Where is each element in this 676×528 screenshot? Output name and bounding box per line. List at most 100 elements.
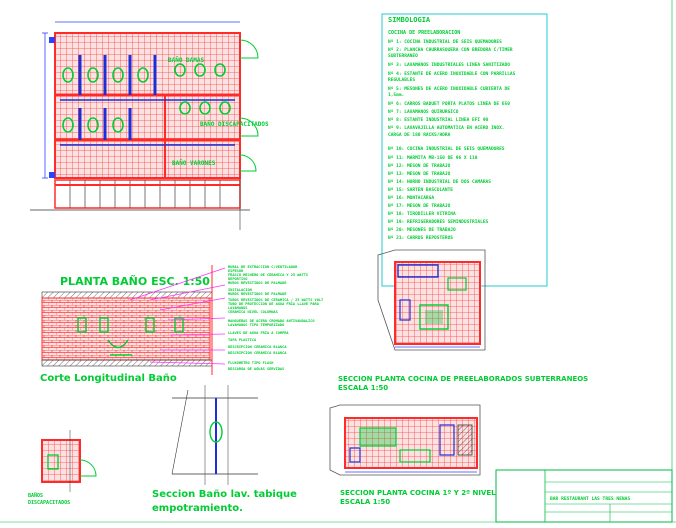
legend-items: Nº 1: COCINA INDUSTRIAL DE SEIS QUEMADOR…: [388, 39, 516, 138]
underground-kitchen-plan: SECCION PLANTA COCINA DE PREELABORADOS S…: [338, 249, 588, 392]
stair-core: [457, 424, 473, 456]
callout-text: LAVAMANOS: [228, 306, 247, 310]
stall-dividers: [78, 55, 157, 140]
oven: [349, 447, 361, 463]
disabled-bath-floor: [41, 439, 81, 483]
disabled-toilet: [47, 454, 59, 470]
legend-item: CARGA DE 180 RACKS/HORA: [388, 132, 451, 138]
label-banos: BAÑOS: [28, 492, 43, 499]
column-marker: [49, 37, 55, 43]
legend-item: Nº 7: LAVAMANOS QUIRURGICO: [388, 109, 459, 115]
callout-text: DESCRIPCION CERAMICA BLANCA: [228, 351, 287, 355]
callout-text: ESPESOR: [228, 269, 244, 273]
site-outline: [377, 249, 486, 351]
section-fixtures: [77, 317, 184, 356]
kitchen-levels-plan: SECCION PLANTA COCINA 1º Y 2º NIVEL ESCA…: [329, 404, 496, 506]
leader-lines: [129, 267, 226, 365]
callout-text: DESCARGA DE AGUAS SERVIDAS: [228, 367, 284, 371]
column-marker: [49, 172, 55, 178]
legend-item: Nº 16: MONTACARGA: [388, 195, 434, 201]
legend-item: Nº 10: COCINA INDUSTRIAL DE SEIS QUEMADO…: [388, 146, 505, 152]
title-seccion-sub-2: ESCALA 1:50: [338, 384, 388, 392]
sink: [447, 277, 467, 291]
callout-text: MURAL DE EXTRACCION C/VENTILADOR: [228, 265, 298, 269]
title-seccion-sub-1: SECCION PLANTA COCINA DE PREELABORADOS S…: [338, 375, 588, 383]
diagonal-guide: [171, 389, 189, 475]
washbasin-section: Seccion Baño lav. tabique empotramiento.: [152, 385, 297, 514]
legend-item: Nº 13: MESON DE TRABAJO: [388, 171, 451, 177]
legend-item: Nº 2: PLANCHA CHURRASQUERA CON BREDORA C…: [388, 47, 513, 53]
prep-table: [399, 449, 431, 463]
plumbing-lines: [60, 99, 235, 146]
legend-item: REGULABLES: [388, 77, 415, 83]
legend-item: Nº 21: CARROS REPOSTEROS: [388, 235, 453, 241]
dimension-lines: [42, 21, 240, 179]
work-table: [419, 304, 449, 330]
longitudinal-section: MURAL DE EXTRACCION C/VENTILADOR ESPESOR…: [40, 265, 323, 384]
work-table-top: [425, 310, 443, 324]
legend-item: Nº 6: CARROS BADUET PORTA PLATOS LINEA D…: [388, 101, 510, 107]
legend-item: Nº 3: LAVAMANOS INDUSTRIALES LINEA SANIT…: [388, 62, 510, 68]
callout-text: FLUXOMETRO TIPO FLASH: [228, 361, 273, 365]
callout-text: MANGUERAS DE ACERO CROMADO ANTIVANDALICO: [228, 319, 315, 323]
legend-item: Nº 9: LAVAVAJILLA AUTOMATICA EN ACERO IN…: [388, 125, 505, 131]
legend-item: 1,5mm.: [388, 92, 404, 98]
callout-text: LLAVES DE AGUA FRIA A COMPRA: [228, 331, 289, 335]
callout-text: TAPA PLASTICA: [228, 338, 257, 342]
legend-item: Nº 8: ESTANTE INDUSTRIAL LINEA EFI 90: [388, 117, 489, 123]
legend-heading: SIMBOLOGIA: [388, 16, 431, 24]
label-discapacitados: DISCAPACITADOS: [28, 500, 70, 506]
callout-text: CERAMICA NIVEL COLUMNAS: [228, 310, 278, 314]
stairs: [30, 178, 250, 230]
refrigerator: [439, 424, 455, 456]
door-swing: [79, 459, 97, 477]
project-name: BAR RESTAURANT LAS TRES NENAS: [550, 496, 630, 502]
callout-text: TUBOS REVESTIDOS DE CERAMICA / 25 WATTS …: [228, 298, 323, 302]
legend-item: Nº 12: MESON DE TRABAJO: [388, 163, 451, 169]
callout-text: DEPORTIVO: [228, 277, 247, 281]
title-planta-bano: PLANTA BAÑO ESC. 1:50: [60, 275, 210, 288]
legend-item: Nº 19: REFRIGERADORES SEMINDUSTRIALES: [388, 219, 489, 225]
tiled-wall: [41, 297, 211, 361]
callout-text: TUBO DE PROTECCION DE AGUA FRIA LLAVE PA…: [228, 302, 320, 306]
counter: [397, 264, 439, 278]
title-block-frame: [495, 469, 673, 523]
callout-text: INSTALACION: [228, 288, 252, 292]
title-seccion-lav-1: Seccion Baño lav. tabique: [152, 489, 297, 500]
toilet-fixtures: [62, 63, 231, 133]
label-bano-varones: BAÑO VARONES: [172, 160, 216, 167]
legend-panel: SIMBOLOGIA COCINA DE PREELABORACION Nº 1…: [381, 13, 548, 287]
disabled-bathroom-plan: BAÑOS DISCAPACITADOS: [28, 430, 97, 506]
label-bano-damas: BAÑO DAMAS: [168, 57, 205, 64]
door-swings: [239, 39, 259, 172]
legend-item: Nº 15: SARTEN BASCULANTE: [388, 187, 453, 193]
legend-item: SUBTERRANEO: [388, 53, 418, 59]
plan-floor: [54, 32, 241, 179]
kitchen-floor: [344, 417, 478, 469]
legend-item: Nº 14: HORNO INDUSTRIAL DE DOS CAMARAS: [388, 179, 491, 185]
site-outline: [329, 404, 481, 476]
central-counter: [359, 427, 397, 447]
title-block: BAR RESTAURANT LAS TRES NENAS: [495, 469, 673, 523]
title-seccion-niv-2: ESCALA 1:50: [340, 498, 390, 506]
title-seccion-lav-2: empotramiento.: [152, 503, 243, 514]
legend-item: Nº 11: MARMITA MB-150 DE 96 X 110: [388, 155, 478, 161]
legend-item: Nº 5: MESONES DE ACERO INOXIDABLE CUBIER…: [388, 86, 510, 92]
legend-items-second: Nº 10: COCINA INDUSTRIAL DE SEIS QUEMADO…: [388, 146, 505, 241]
callout-text: MUROS REVESTIDOS DE PALMADE: [228, 281, 286, 285]
legend-item: Nº 18: TIRODILLER VITRINA: [388, 211, 456, 217]
bathroom-floor-plan: BAÑO DAMAS BAÑO DISCAPACITADOS BAÑO VARO…: [30, 21, 269, 230]
callout-text: FRASCO MECHERO DE CERAMICA Y 25 WATTS: [228, 273, 308, 277]
callout-text: LAVAMANOS TIPO TEMPORIZADO: [228, 323, 284, 327]
callout-text: MUROS REVESTIDOS DE PALMADE: [228, 292, 286, 296]
legend-item: Nº 20: MESONES DE TRABAJO: [388, 227, 456, 233]
section-callouts: MURAL DE EXTRACCION C/VENTILADOR ESPESOR…: [228, 265, 323, 371]
callout-text: DESCRIPCION CERAMICA BLANCA: [228, 345, 287, 349]
title-corte-longitudinal: Corte Longitudinal Baño: [40, 373, 177, 384]
legend-item: Nº 17: MESON DE TRABAJO: [388, 203, 451, 209]
legend-item: Nº 4: ESTANTE DE ACERO INOXIDABLE CON PA…: [388, 71, 516, 77]
title-seccion-niv-1: SECCION PLANTA COCINA 1º Y 2º NIVEL: [340, 489, 496, 497]
stove: [399, 299, 411, 321]
label-bano-discapacitados: BAÑO DISCAPACITADOS: [200, 121, 269, 128]
